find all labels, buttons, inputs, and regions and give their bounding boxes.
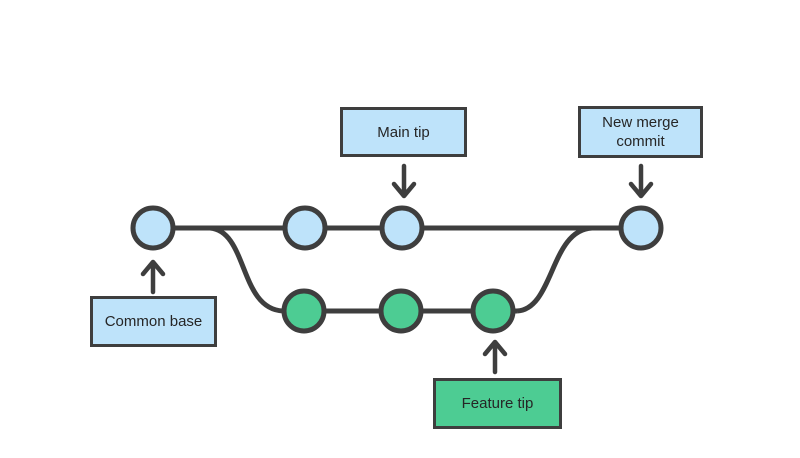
commit-node-feature-1 [281,288,327,334]
common-base-arrow-icon [140,259,166,295]
feature-tip-label-text: Feature tip [461,395,534,412]
branch-out-curve [209,225,284,314]
new-merge-commit-label-text: New merge commit [602,114,679,150]
commit-nodes [130,205,664,334]
commit-node-main-1 [130,205,176,251]
main-tip-label: Main tip [340,107,467,157]
common-base-label-text: Common base [104,313,203,330]
commit-node-main-2 [282,205,328,251]
commit-node-main-3 [379,205,425,251]
new-merge-commit-label: New merge commit [578,106,703,158]
main-tip-label-text: Main tip [377,123,430,141]
commit-node-feature-3 [470,288,516,334]
annotation-arrows [140,163,654,375]
merge-in-curve [516,225,593,314]
new-merge-commit-arrow-icon [628,163,654,199]
commit-node-main-4 [618,205,664,251]
feature-tip-label: Feature tip [433,378,562,429]
main-tip-arrow-icon [391,163,417,199]
common-base-label: Common base [90,296,217,347]
feature-tip-arrow-icon [482,339,508,375]
commit-node-feature-2 [378,288,424,334]
